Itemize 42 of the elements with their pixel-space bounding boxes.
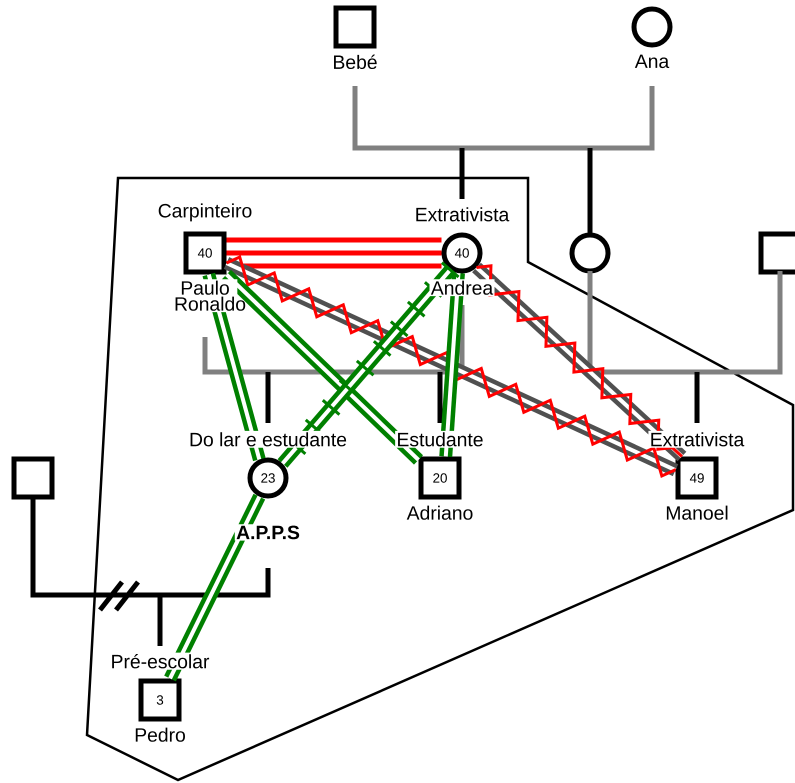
person-square: 49 bbox=[676, 456, 718, 500]
node-label: 3 bbox=[156, 695, 164, 705]
occupation-label: Pré-escolar bbox=[109, 652, 211, 670]
descent-line bbox=[266, 372, 270, 423]
hostile-relationship-line bbox=[224, 254, 678, 478]
node-label: 23 bbox=[261, 473, 275, 483]
descent-line bbox=[588, 148, 592, 235]
name-label: Ana bbox=[633, 53, 671, 70]
descent-line bbox=[694, 372, 700, 423]
name-label: Andrea bbox=[430, 279, 494, 296]
node-label: 20 bbox=[433, 473, 447, 483]
name-label: Pedro bbox=[132, 726, 188, 744]
relationship-line bbox=[226, 238, 442, 268]
name-label: Bebé bbox=[331, 53, 379, 70]
person-square bbox=[334, 6, 376, 48]
occupation-label: Carpinteiro bbox=[156, 202, 254, 223]
name-label: Paulo Ronaldo bbox=[172, 279, 246, 312]
descent-line bbox=[438, 372, 442, 423]
relationship-line bbox=[164, 494, 266, 682]
name-label: Adriano bbox=[405, 504, 475, 522]
hostile-relationship-line bbox=[472, 262, 686, 462]
marriage-line bbox=[202, 305, 464, 374]
descent-line bbox=[158, 595, 162, 646]
occupation-label: Extrativista bbox=[413, 206, 511, 223]
node-label: 49 bbox=[690, 473, 704, 483]
occupation-label: Estudante bbox=[395, 430, 485, 448]
relationship-line bbox=[439, 272, 465, 457]
descent-line bbox=[460, 148, 464, 199]
person-square bbox=[12, 456, 54, 500]
person-circle bbox=[632, 6, 672, 48]
occupation-label: Extrativista bbox=[648, 430, 746, 448]
node-label: 40 bbox=[198, 248, 212, 258]
relationship-line bbox=[222, 270, 424, 465]
person-square: 40 bbox=[184, 232, 226, 274]
name-label: Manoel bbox=[664, 504, 730, 522]
marriage-line bbox=[352, 86, 654, 150]
person-circle bbox=[570, 232, 610, 274]
name-label: A.P.P.S bbox=[234, 524, 302, 541]
person-square: 20 bbox=[418, 456, 462, 500]
marriage-line bbox=[588, 271, 782, 374]
person-square: 3 bbox=[138, 678, 182, 722]
occupation-label: Do lar e estudante bbox=[188, 430, 348, 448]
